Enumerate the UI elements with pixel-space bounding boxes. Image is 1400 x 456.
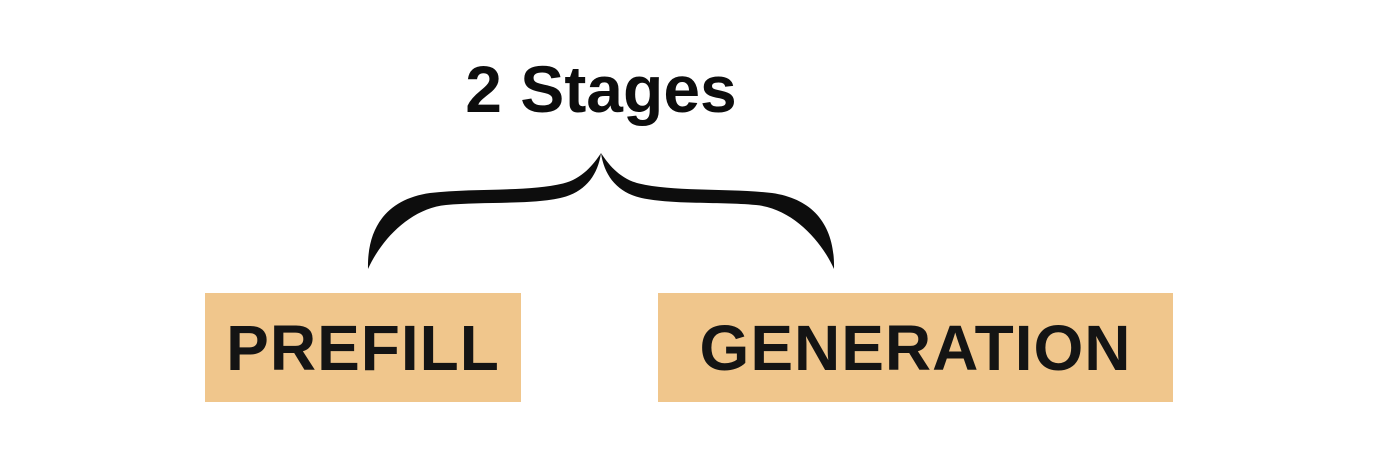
- stage-label-prefill: PREFILL: [226, 311, 500, 384]
- stage-box-prefill: PREFILL: [205, 293, 521, 402]
- diagram-title: 2 Stages: [465, 52, 737, 126]
- stage-box-generation: GENERATION: [658, 293, 1173, 402]
- stage-label-generation: GENERATION: [699, 311, 1132, 384]
- curly-brace: [367, 153, 835, 269]
- curly-brace-shape: [367, 153, 835, 269]
